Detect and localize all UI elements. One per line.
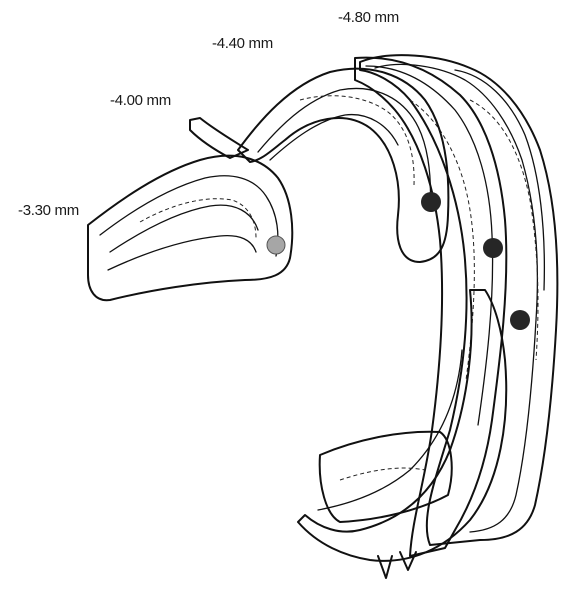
marker-dark-dot-2: [483, 238, 503, 258]
section-1-outline: [88, 156, 292, 301]
section-label-3-30: -3.30 mm: [18, 202, 79, 219]
marker-dark-dot-3: [510, 310, 530, 330]
marker-grey-dot: [267, 236, 285, 254]
section-4-outline: [360, 55, 557, 545]
section-2-outline: [190, 69, 448, 262]
section-label-4-00: -4.00 mm: [110, 92, 171, 109]
marker-dark-dot-1: [421, 192, 441, 212]
ventral-extension-outline: [298, 290, 506, 578]
section-label-4-80: -4.80 mm: [338, 9, 399, 26]
section-label-4-40: -4.40 mm: [212, 35, 273, 52]
